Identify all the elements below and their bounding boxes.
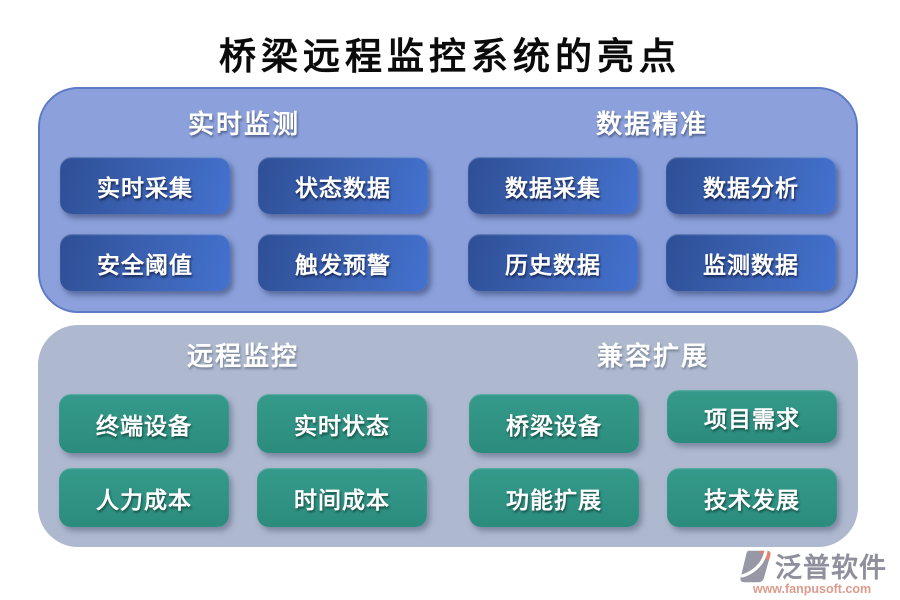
chip-data-collection: 数据采集 [468,157,638,214]
section-realtime-monitoring: 实时监测 实时采集 状态数据 安全阈值 触发预警 [40,89,448,311]
chip-safety-threshold: 安全阈值 [60,234,230,291]
section-header-data-accuracy: 数据精准 [595,110,708,140]
chip-grid-realtime-monitoring: 实时采集 状态数据 安全阈值 触发预警 [60,157,428,291]
fanpu-logo-icon [737,548,773,584]
fanpu-logo: 泛普软件 www.fanpusoft.com [732,546,892,596]
chip-labor-cost: 人力成本 [59,468,229,527]
section-compatibility-expansion: 兼容扩展 桥梁设备 项目需求 功能扩展 技术发展 [448,325,858,547]
chip-technology-development: 技术发展 [667,468,837,527]
chip-project-requirements: 项目需求 [667,390,837,443]
chip-trigger-warning: 触发预警 [258,234,428,291]
chip-function-expansion: 功能扩展 [469,468,639,527]
chip-status-data: 状态数据 [258,157,428,214]
section-header-realtime-monitoring: 实时监测 [187,110,300,140]
panel-remote-and-expansion: 远程监控 终端设备 实时状态 人力成本 时间成本 兼容扩展 桥梁设备 项目需求 … [38,325,858,547]
chip-grid-remote-monitoring: 终端设备 实时状态 人力成本 时间成本 [59,394,427,527]
fanpu-website-url: www.fanpusoft.com [752,582,872,596]
chip-grid-data-accuracy: 数据采集 数据分析 历史数据 监测数据 [468,157,836,291]
page-title: 桥梁远程监控系统的亮点 [219,34,681,78]
chip-history-data: 历史数据 [468,234,638,291]
section-remote-monitoring: 远程监控 终端设备 实时状态 人力成本 时间成本 [38,325,448,547]
chip-data-analysis: 数据分析 [666,157,836,214]
chip-realtime-collection: 实时采集 [60,157,230,214]
section-data-accuracy: 数据精准 数据采集 数据分析 历史数据 监测数据 [448,89,856,311]
chip-bridge-equipment: 桥梁设备 [469,394,639,453]
chip-monitoring-data: 监测数据 [666,234,836,291]
section-header-remote-monitoring: 远程监控 [186,342,299,372]
panel-monitoring-and-data: 实时监测 实时采集 状态数据 安全阈值 触发预警 数据精准 数据采集 数据分析 … [38,87,858,313]
chip-time-cost: 时间成本 [257,468,427,527]
chip-terminal-devices: 终端设备 [59,394,229,453]
fanpu-logo-text: 泛普软件 [775,553,887,583]
chip-realtime-status: 实时状态 [257,394,427,453]
fanpu-logo-row: 泛普软件 [732,546,892,585]
section-header-compatibility-expansion: 兼容扩展 [596,342,709,372]
chip-grid-compatibility-expansion: 桥梁设备 项目需求 功能扩展 技术发展 [469,390,837,527]
